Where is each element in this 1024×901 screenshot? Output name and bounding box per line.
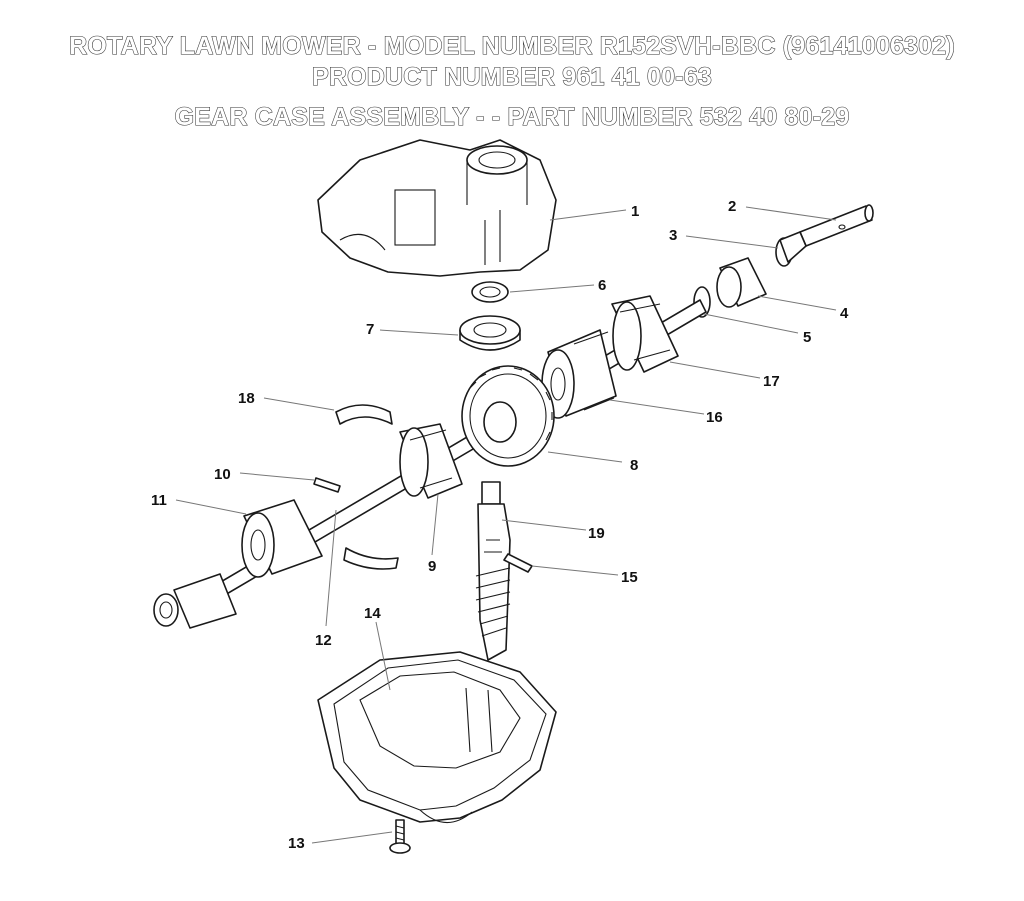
callout-13: 13 [288, 835, 305, 852]
callout-9: 9 [428, 558, 436, 575]
end-coupling [153, 573, 237, 629]
callout-5: 5 [803, 329, 811, 346]
callout-15: 15 [621, 569, 638, 586]
lower-gear-case [317, 651, 557, 824]
bearing-large [459, 315, 521, 351]
clutch-cone-right [611, 295, 679, 373]
callout-7: 7 [366, 321, 374, 338]
product-number-line: PRODUCT NUMBER 961 41 00-63 [311, 62, 712, 91]
worm-gear [461, 365, 555, 467]
output-shaft [799, 204, 874, 247]
callout-14: 14 [364, 605, 381, 622]
upper-gear-case [317, 139, 557, 277]
bearing-small [471, 281, 509, 303]
clutch-drum-left [241, 499, 323, 578]
key-pin [313, 477, 341, 493]
callout-4: 4 [840, 305, 849, 322]
retainer-shoe-lower [343, 547, 399, 570]
callout-3: 3 [669, 227, 677, 244]
callout-17: 17 [763, 373, 780, 390]
callout-6: 6 [598, 277, 606, 294]
callout-2: 2 [728, 198, 736, 215]
bushing [716, 257, 767, 308]
callout-19: 19 [588, 525, 605, 542]
diagram-title: ROTARY LAWN MOWER - MODEL NUMBER R152SVH… [69, 31, 956, 60]
clutch-cone-left [399, 423, 463, 499]
thrust-washer [775, 231, 807, 267]
callout-18: 18 [238, 390, 255, 407]
callout-16: 16 [706, 409, 723, 426]
callout-numbers: 1 2 3 4 5 6 7 8 9 10 11 12 13 14 15 16 1… [151, 198, 849, 852]
screw [389, 819, 411, 854]
assembly-title: GEAR CASE ASSEMBLY - - PART NUMBER 532 4… [174, 102, 850, 131]
callout-10: 10 [214, 466, 231, 483]
worm-shaft [475, 481, 511, 661]
cross-pin [503, 553, 533, 573]
callout-11: 11 [151, 492, 167, 509]
callout-1: 1 [631, 203, 639, 220]
callout-12: 12 [315, 632, 332, 649]
leader-lines [175, 206, 837, 844]
retainer-shoe-upper [335, 404, 393, 425]
callout-8: 8 [630, 457, 638, 474]
